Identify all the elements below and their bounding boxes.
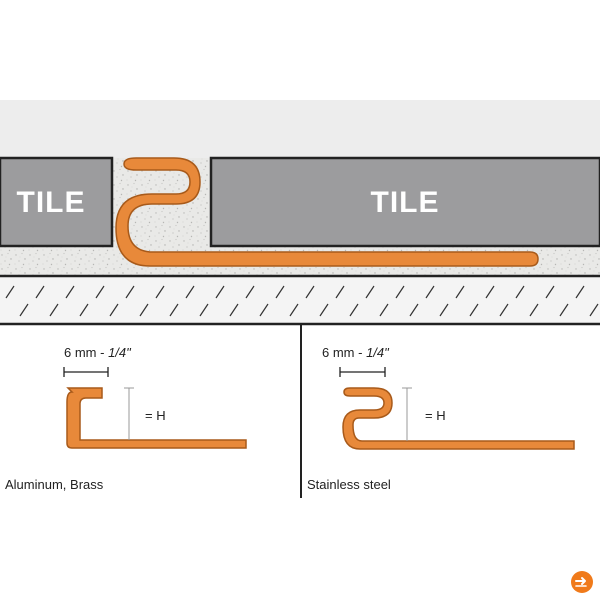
- hatch-mark-8: [125, 285, 135, 299]
- hatch-mark-26: [395, 285, 405, 299]
- profile-1-height-label: = H: [145, 408, 166, 423]
- profile-2-dimension: 6 mm - 1/4": [322, 345, 390, 360]
- hatch-mark-34: [515, 285, 525, 299]
- hatch-mark-33: [499, 303, 509, 317]
- tile-right: [209, 156, 600, 248]
- hatch-mark-14: [215, 285, 225, 299]
- hatch-mark-19: [289, 303, 299, 317]
- profile-1-dimension: 6 mm - 1/4": [64, 345, 132, 360]
- hatch-mark-21: [319, 303, 329, 317]
- hatch-mark-0: [5, 285, 15, 299]
- hatch-mark-16: [245, 285, 255, 299]
- hatch-mark-9: [139, 303, 149, 317]
- hatch-mark-1: [19, 303, 29, 317]
- hatch-mark-24: [365, 285, 375, 299]
- profile-2-shape: [342, 387, 575, 450]
- profile-2-height-label: = H: [425, 408, 446, 423]
- hatch-mark-22: [335, 285, 345, 299]
- ceiling-band: [0, 100, 600, 158]
- hatch-mark-13: [199, 303, 209, 317]
- hatch-mark-5: [79, 303, 89, 317]
- profile-1-caption: Aluminum, Brass: [5, 477, 104, 492]
- hatch-mark-11: [169, 303, 179, 317]
- hatch-mark-29: [439, 303, 449, 317]
- hatch-mark-18: [275, 285, 285, 299]
- tile-right-label: TILE: [371, 186, 440, 219]
- hatch-mark-20: [305, 285, 315, 299]
- orange-circle-arrow-icon: [571, 571, 593, 593]
- tile-left-label: TILE: [17, 186, 86, 219]
- hatch-mark-10: [155, 285, 165, 299]
- hatch-mark-35: [529, 303, 539, 317]
- hatch-mark-32: [485, 285, 495, 299]
- hatch-mark-12: [185, 285, 195, 299]
- hatch-mark-15: [229, 303, 239, 317]
- substrate-hatch: [5, 285, 599, 317]
- hatch-mark-39: [589, 303, 599, 317]
- hatch-mark-30: [455, 285, 465, 299]
- hatch-mark-17: [259, 303, 269, 317]
- hatch-mark-38: [575, 285, 585, 299]
- hatch-mark-23: [349, 303, 359, 317]
- hatch-mark-7: [109, 303, 119, 317]
- hatch-mark-6: [95, 285, 105, 299]
- profile-2-caption: Stainless steel: [307, 477, 391, 492]
- hatch-mark-3: [49, 303, 59, 317]
- hatch-mark-28: [425, 285, 435, 299]
- section-s-profile: [115, 157, 539, 267]
- profile-1-shape: [66, 387, 247, 449]
- hatch-mark-27: [409, 303, 419, 317]
- hatch-mark-25: [379, 303, 389, 317]
- hatch-mark-4: [65, 285, 75, 299]
- hatch-mark-31: [469, 303, 479, 317]
- tile-left: [0, 156, 114, 248]
- hatch-mark-37: [559, 303, 569, 317]
- hatch-mark-36: [545, 285, 555, 299]
- hatch-mark-2: [35, 285, 45, 299]
- substrate-layer: [0, 276, 600, 324]
